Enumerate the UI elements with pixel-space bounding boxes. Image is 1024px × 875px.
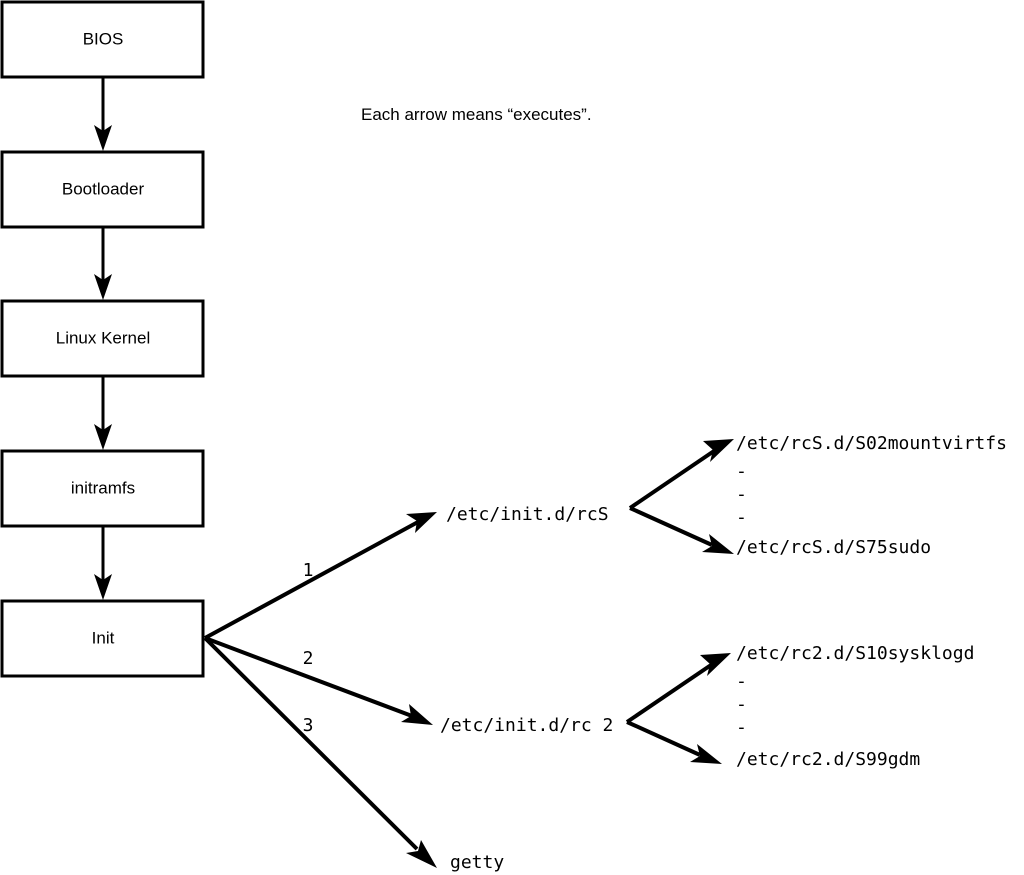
branch-2-number: 2 bbox=[303, 648, 314, 669]
arrow-initramfs-to-init bbox=[94, 526, 112, 600]
rcs-ellipsis-dash-1: - bbox=[736, 461, 747, 482]
rcs-ellipsis-dash-3: - bbox=[736, 507, 747, 528]
branch-1-to-rcs: 1 /etc/init.d/rcS bbox=[204, 504, 609, 640]
rc2-scripts-group: /etc/rc2.d/S10sysklogd - - - /etc/rc2.d/… bbox=[625, 643, 974, 770]
node-bootloader-label: Bootloader bbox=[62, 179, 145, 198]
node-initramfs[interactable]: initramfs bbox=[0, 449, 205, 528]
branch-2-target-label: /etc/init.d/rc 2 bbox=[440, 715, 613, 736]
rcs-scripts-group: /etc/rcS.d/S02mountvirtfs - - - /etc/rcS… bbox=[628, 433, 1007, 558]
branch-1-number: 1 bbox=[303, 560, 314, 581]
branch-3-target-label: getty bbox=[450, 852, 504, 873]
arrow-kernel-to-initramfs bbox=[94, 376, 112, 450]
rc2-first-script-label: /etc/rc2.d/S10sysklogd bbox=[736, 643, 974, 664]
node-bios-rect bbox=[0, 0, 205, 79]
arrow-rc2-to-first-script bbox=[625, 653, 731, 724]
rcs-ellipsis-dash-2: - bbox=[736, 484, 747, 505]
node-initramfs-label: initramfs bbox=[71, 478, 135, 497]
node-kernel-label: Linux Kernel bbox=[56, 328, 151, 347]
boot-chain-group: BIOS Bootloader Linux Kernel initramfs I… bbox=[0, 0, 205, 678]
rc2-ellipsis-dash-3: - bbox=[736, 717, 747, 738]
node-bios-label: BIOS bbox=[83, 29, 124, 48]
node-init-rect bbox=[0, 599, 205, 678]
branch-3-to-getty: 3 getty bbox=[203, 636, 504, 873]
rcs-last-script-label: /etc/rcS.d/S75sudo bbox=[736, 537, 931, 558]
node-initramfs-rect bbox=[0, 449, 205, 528]
arrow-rcs-to-last-script bbox=[629, 506, 734, 554]
arrow-bootloader-to-kernel bbox=[94, 227, 112, 300]
node-init[interactable]: Init bbox=[0, 599, 205, 678]
node-bios[interactable]: BIOS bbox=[0, 0, 205, 79]
diagram-caption: Each arrow means “executes”. bbox=[361, 105, 592, 124]
node-kernel-rect bbox=[0, 299, 205, 378]
rc2-ellipsis-dash-1: - bbox=[736, 671, 747, 692]
rcs-first-script-label: /etc/rcS.d/S02mountvirtfs bbox=[736, 433, 1007, 454]
node-init-label: Init bbox=[92, 628, 115, 647]
node-kernel[interactable]: Linux Kernel bbox=[0, 299, 205, 378]
rc2-last-script-label: /etc/rc2.d/S99gdm bbox=[736, 749, 920, 770]
branch-3-number: 3 bbox=[303, 715, 314, 736]
arrow-bios-to-bootloader bbox=[94, 77, 112, 151]
init-branches-group: 1 /etc/init.d/rcS 2 /etc/init.d/rc 2 3 g… bbox=[203, 504, 613, 873]
branch-2-to-rc2: 2 /etc/init.d/rc 2 bbox=[204, 636, 613, 736]
branch-1-target-label: /etc/init.d/rcS bbox=[446, 504, 609, 525]
chain-arrows-group bbox=[94, 77, 112, 600]
rc2-ellipsis-dash-2: - bbox=[736, 694, 747, 715]
arrow-rc2-to-last-script bbox=[626, 720, 722, 764]
arrow-rcs-to-first-script bbox=[628, 439, 734, 510]
node-bootloader[interactable]: Bootloader bbox=[0, 150, 205, 229]
